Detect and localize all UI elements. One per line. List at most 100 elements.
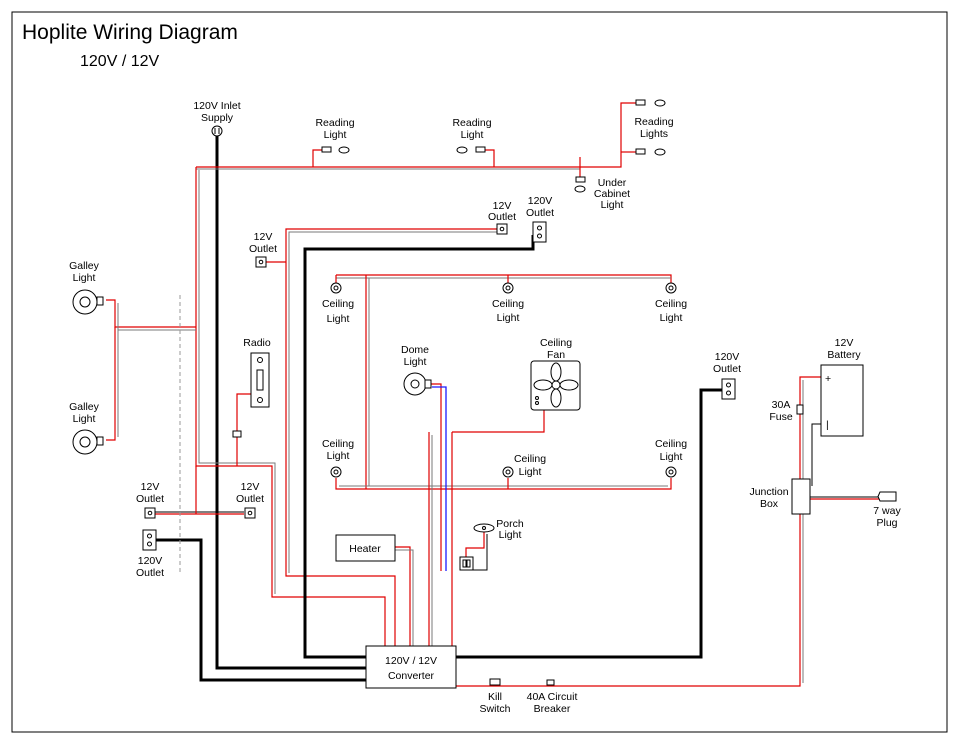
galley-light-2-label-2: Light (73, 413, 96, 425)
outlet-120v-right: 120V Outlet (713, 351, 741, 400)
dome-light-label-1: Dome (401, 344, 429, 356)
ceiling-6-label-2: Light (660, 451, 683, 463)
kill-switch: Kill Switch (480, 678, 511, 715)
outlet-12v-left-label-2: Outlet (249, 243, 277, 255)
under-cabinet-label-1: Under (598, 177, 627, 189)
kill-switch-label-1: Kill (488, 691, 502, 703)
ceiling-6-label-1: Ceiling (655, 438, 687, 450)
ceiling-4-label-2: Light (327, 450, 350, 462)
outlet-12v-left: 12V Outlet (249, 231, 277, 268)
outlet-120v-right-label-1: 120V (715, 351, 740, 363)
reading-light-2: Reading Light (452, 117, 492, 154)
ceiling-2-label-1: Ceiling (492, 298, 524, 310)
outlet-120v-top-label-2: Outlet (526, 207, 554, 219)
ceiling-5-label-2: Light (519, 466, 542, 478)
ceiling-light-1: Ceiling Light (322, 282, 354, 325)
breaker-label-2: Breaker (534, 703, 571, 715)
ceiling-1-label-2: Light (327, 313, 350, 325)
galley-light-2: Galley Light (69, 401, 104, 455)
ceiling-5-label-1: Ceiling (514, 453, 546, 465)
diagram-frame (11, 11, 948, 733)
junction-box: Junction Box (749, 478, 811, 515)
porch-light-label-1: Porch (496, 518, 524, 530)
under-cabinet-light: Under Cabinet Light (574, 176, 630, 211)
junction-box-label-2: Box (760, 498, 779, 510)
reading-light-2-label-2: Light (461, 129, 484, 141)
outlet-120v-top-label-1: 120V (528, 195, 553, 207)
outlet-12v-top-label-1: 12V (493, 200, 512, 212)
galley-light-1: Galley Light (69, 260, 104, 315)
outlet-12v-low1-label-2: Outlet (136, 493, 164, 505)
dome-light: Dome Light (401, 344, 432, 396)
battery-negative: | (826, 419, 829, 431)
outlet-12v-top-label-2: Outlet (488, 211, 516, 223)
plug-label-1: 7 way (873, 505, 901, 517)
ceiling-light-6: Ceiling Light (655, 438, 687, 478)
radio-label: Radio (243, 337, 271, 349)
fuse-label-2: Fuse (769, 411, 793, 423)
ceiling-light-2: Ceiling Light (492, 282, 524, 324)
breaker-label-1: 40A Circuit (527, 691, 578, 703)
reading-light-2-label-1: Reading (452, 117, 491, 129)
battery: 12V Battery + | (820, 337, 864, 437)
junction-box-label-1: Junction (749, 486, 788, 498)
ceiling-light-5: Ceiling Light (502, 453, 546, 478)
fuse-label-1: 30A (772, 399, 791, 411)
ceiling-fan: Ceiling Fan (530, 337, 581, 411)
reading-lights-label-1: Reading (634, 116, 673, 128)
galley-light-2-label-1: Galley (69, 401, 100, 413)
kill-switch-label-2: Switch (480, 703, 511, 715)
converter-label-1: 120V / 12V (385, 655, 437, 667)
ceiling-3-label-1: Ceiling (655, 298, 687, 310)
outlet-12v-low-2: 12V Outlet (236, 481, 264, 519)
ceiling-fan-label-1: Ceiling (540, 337, 572, 349)
reading-lights-label-2: Lights (640, 128, 668, 140)
ceiling-1-label-1: Ceiling (322, 298, 354, 310)
porch-light-label-2: Light (499, 529, 522, 541)
outlet-120v-low: 120V Outlet (136, 529, 164, 579)
diagram-title: Hoplite Wiring Diagram (22, 21, 238, 44)
wires (106, 102, 880, 687)
reading-light-1-label-2: Light (324, 129, 347, 141)
reading-light-1: Reading Light (315, 117, 355, 154)
outlet-120v-low-label-2: Outlet (136, 567, 164, 579)
outlet-12v-left-label-1: 12V (254, 231, 273, 243)
heater-label: Heater (349, 543, 381, 555)
outlet-120v-low-label-1: 120V (138, 555, 163, 567)
inlet-label-1: 120V Inlet (193, 100, 240, 112)
seven-way-plug: 7 way Plug (873, 491, 901, 529)
under-cabinet-label-2: Cabinet (594, 188, 630, 200)
ceiling-2-label-2: Light (497, 312, 520, 324)
ceiling-light-4: Ceiling Light (322, 438, 354, 478)
reading-lights: Reading Lights (634, 99, 674, 156)
under-cabinet-label-3: Light (601, 199, 624, 211)
heater: Heater (335, 534, 396, 562)
radio: Radio (232, 337, 271, 438)
galley-light-1-label-2: Light (73, 272, 96, 284)
circuit-breaker: 40A Circuit Breaker (527, 679, 578, 715)
converter-label-2: Converter (388, 670, 435, 682)
battery-positive: + (825, 373, 831, 385)
outlet-12v-low1-label-1: 12V (141, 481, 160, 493)
battery-label-1: 12V (835, 337, 854, 349)
diagram-subtitle: 120V / 12V (80, 53, 160, 70)
ceiling-4-label-1: Ceiling (322, 438, 354, 450)
outlet-120v-top: 120V Outlet (526, 195, 554, 243)
reading-light-1-label-1: Reading (315, 117, 354, 129)
galley-light-1-label-1: Galley (69, 260, 100, 272)
outlet-12v-top: 12V Outlet (488, 200, 516, 235)
plug-label-2: Plug (876, 517, 897, 529)
outlet-12v-low2-label-1: 12V (241, 481, 260, 493)
converter: 120V / 12V Converter (365, 645, 457, 689)
inlet-supply: 120V Inlet Supply (193, 100, 241, 137)
dome-light-label-2: Light (404, 356, 427, 368)
porch-light: Porch Light (459, 518, 524, 571)
battery-label-2: Battery (827, 349, 861, 361)
fuse: 30A Fuse (769, 399, 804, 423)
outlet-12v-low2-label-2: Outlet (236, 493, 264, 505)
outlet-120v-right-label-2: Outlet (713, 363, 741, 375)
ceiling-light-3: Ceiling Light (655, 282, 687, 324)
inlet-label-2: Supply (201, 112, 234, 124)
ceiling-3-label-2: Light (660, 312, 683, 324)
